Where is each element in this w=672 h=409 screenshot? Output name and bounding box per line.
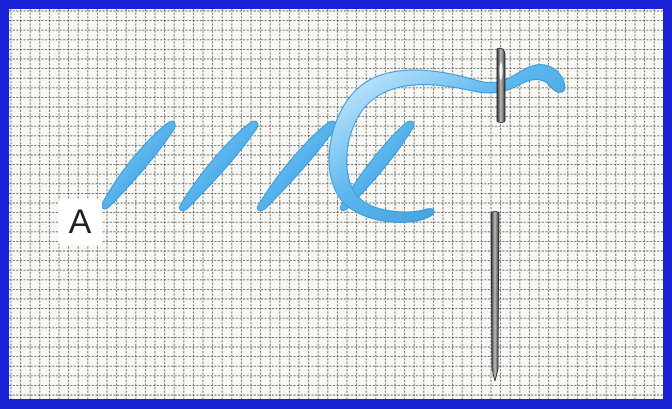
canvas-drawing — [9, 9, 663, 399]
stitch — [101, 120, 176, 210]
stitch — [256, 120, 337, 212]
needle-icon — [496, 47, 506, 123]
thread-icon — [328, 64, 566, 223]
embroidery-canvas: A — [9, 9, 663, 399]
step-label: A — [58, 199, 102, 245]
canvas-grid — [9, 9, 663, 399]
needle-icon — [490, 211, 500, 382]
stitch-row — [101, 120, 415, 212]
stitch — [339, 120, 415, 212]
stitch — [178, 120, 259, 212]
